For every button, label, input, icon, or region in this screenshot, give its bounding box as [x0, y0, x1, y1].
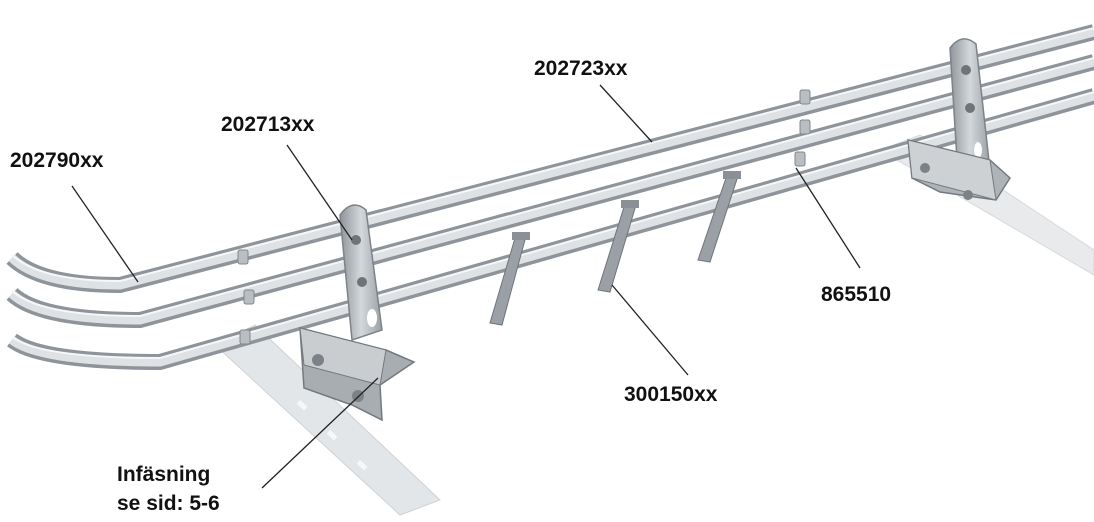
label-rail-top: 202723xx	[534, 57, 628, 80]
leader-snow-stop	[611, 284, 689, 376]
leader-rail-middle	[286, 144, 353, 241]
leader-rail-bend	[71, 185, 139, 283]
pipe-couplings	[237, 89, 811, 345]
label-coupling: 865510	[821, 283, 892, 306]
label-snow-stop: 300150xx	[624, 383, 718, 406]
label-rail-bend: 202790xx	[10, 149, 104, 172]
label-mounting-line1: Infäsning	[117, 463, 211, 486]
pipe-top	[6, 24, 1094, 294]
leader-lines	[71, 84, 861, 489]
bracket-right	[907, 38, 1011, 201]
bracket-left	[299, 204, 416, 422]
label-mounting-line2: se sid: 5-6	[117, 492, 220, 515]
leader-mounting	[261, 377, 379, 489]
leader-coupling	[795, 167, 861, 269]
pipe-middle	[6, 54, 1094, 329]
snow-stoppers	[489, 171, 741, 326]
leader-rail-top	[599, 84, 653, 143]
label-rail-middle: 202713xx	[221, 113, 315, 136]
pipe-bottom	[7, 88, 1094, 371]
